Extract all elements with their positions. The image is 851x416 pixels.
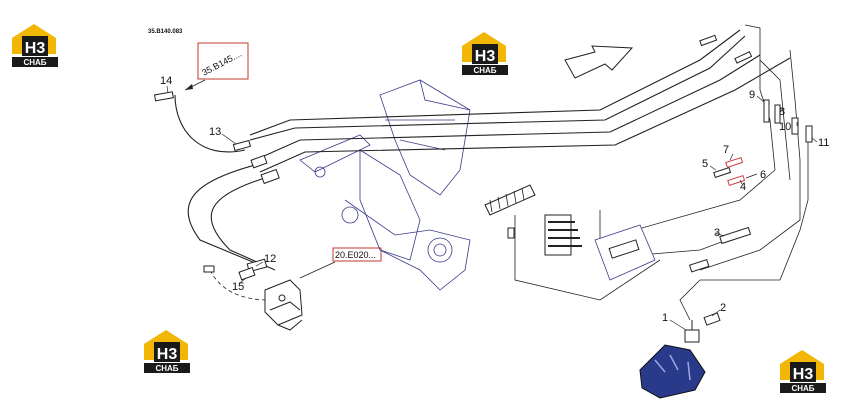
- svg-text:H3: H3: [793, 366, 814, 383]
- callout-3: 3: [714, 227, 720, 239]
- callout-10: 10: [779, 121, 791, 133]
- control-valve-block: [639, 320, 706, 399]
- svg-text:CHAБ: CHAБ: [155, 364, 178, 373]
- direction-arrow-icon: [564, 45, 634, 79]
- svg-text:CHAБ: CHAБ: [473, 66, 496, 75]
- callout-9: 9: [749, 89, 755, 101]
- connector-block: [484, 184, 582, 256]
- callout-8: 8: [779, 106, 785, 118]
- svg-text:CHAБ: CHAБ: [23, 58, 46, 67]
- svg-text:20.E020...: 20.E020...: [335, 250, 376, 260]
- callout-5: 5: [702, 158, 708, 170]
- leader-lines: [166, 85, 818, 331]
- svg-text:CHAБ: CHAБ: [791, 384, 814, 393]
- reference-box-20e020[interactable]: 20.E020...: [332, 247, 382, 262]
- hydraulic-pipes: [174, 24, 809, 321]
- callout-4: 4: [740, 181, 746, 193]
- watermark-logo-1: H3 CHAБ: [12, 24, 58, 67]
- machine-frame: [299, 79, 471, 291]
- callout-14: 14: [160, 75, 172, 87]
- callout-11: 11: [818, 137, 829, 149]
- callout-labels: 14 13 12 15 1 2 3 4 5 6 7 8 9 10 11: [160, 75, 829, 324]
- callout-15: 15: [232, 281, 244, 293]
- left-valve: [264, 279, 303, 331]
- watermark-logo-3: H3 CHAБ: [144, 330, 190, 373]
- callout-2: 2: [720, 302, 726, 314]
- watermark-logo-4: H3 CHAБ: [780, 350, 826, 393]
- svg-text:H3: H3: [25, 40, 46, 57]
- callout-6: 6: [760, 169, 766, 181]
- fittings: [153, 34, 813, 326]
- callout-12: 12: [264, 253, 276, 265]
- svg-text:H3: H3: [475, 48, 496, 65]
- reference-box-35b145[interactable]: 35.B145....: [197, 42, 249, 80]
- svg-text:H3: H3: [157, 346, 178, 363]
- callout-1: 1: [662, 312, 668, 324]
- callout-13: 13: [209, 126, 221, 138]
- watermark-logo-2: H3 CHAБ: [462, 32, 508, 75]
- document-code: 35.B140.083: [148, 29, 183, 35]
- callout-7: 7: [723, 144, 729, 156]
- detail-callout: [594, 224, 656, 281]
- svg-text:35.B145....: 35.B145....: [200, 48, 243, 77]
